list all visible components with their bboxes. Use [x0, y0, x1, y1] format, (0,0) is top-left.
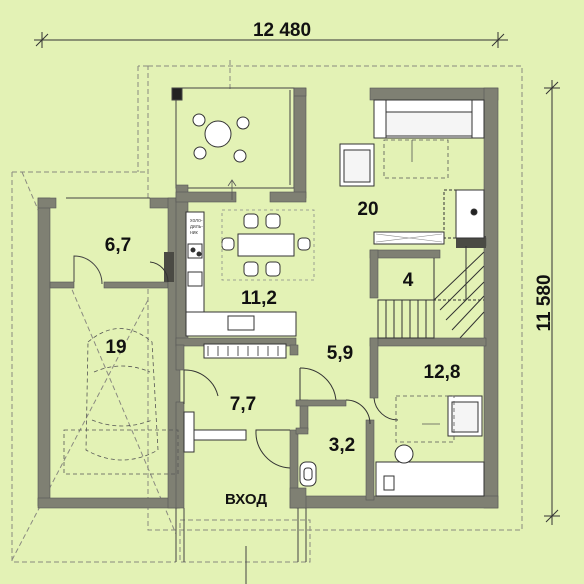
depth-dimension: [544, 80, 560, 525]
coffee-table: [383, 139, 449, 179]
kitchen-counter: [185, 211, 297, 337]
width-dimension: [34, 32, 508, 48]
entry-shelf: [183, 411, 247, 453]
room-label-garage-storage: 6,7: [105, 235, 131, 256]
room-label-kitchen-dining: 11,2: [241, 288, 277, 309]
terrace-table: [192, 113, 250, 163]
svg-text:ник: ник: [190, 230, 199, 236]
svg-text:диль-: диль-: [190, 224, 203, 230]
bedroom-rug: [395, 395, 455, 443]
stairs: [377, 246, 485, 339]
dining-area-outline: [221, 209, 315, 281]
room-label-entry-hall: 7,7: [230, 394, 256, 415]
depth-dimension-label: 11 580: [534, 274, 555, 331]
room-label-garage: 19: [105, 337, 126, 358]
sofa: [373, 99, 485, 139]
kitchen-note: холо- диль- ник: [190, 218, 203, 236]
dark-walls: [164, 236, 486, 282]
fireplace: [443, 189, 485, 239]
room-label-living: 20: [357, 199, 378, 220]
svg-text:холо-: холо-: [190, 218, 203, 224]
walls: [37, 87, 499, 509]
bath-fixtures: [299, 461, 317, 487]
room-label-entrance: ВХОД: [225, 491, 267, 508]
desk: [375, 444, 485, 497]
flow-arrows: [227, 140, 440, 425]
room-label-hall: 5,9: [327, 343, 353, 364]
room-label-stair: 4: [403, 270, 414, 291]
room-label-bath: 3,2: [329, 435, 355, 456]
wardrobe: [203, 343, 287, 359]
dining-table: [221, 213, 311, 277]
entrance-steps: [175, 508, 307, 584]
bedroom-armchair: [447, 395, 483, 437]
room-label-bedroom: 12,8: [424, 362, 461, 383]
garage-door: [66, 197, 150, 285]
tv-unit: [373, 231, 445, 245]
car-outline: [63, 328, 179, 475]
doors: [149, 261, 399, 469]
armchair: [339, 143, 375, 187]
width-dimension-label: 12 480: [253, 20, 311, 41]
terrace: [171, 87, 295, 189]
